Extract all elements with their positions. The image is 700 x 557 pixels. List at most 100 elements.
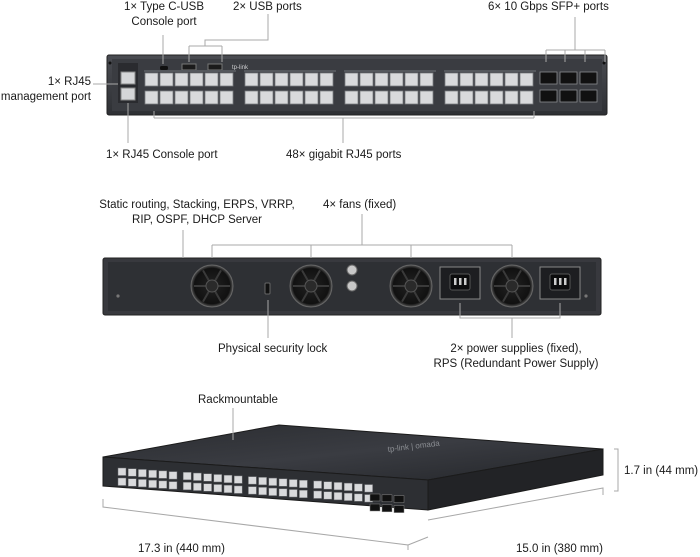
rj45-port (389, 90, 404, 105)
rj45-port (374, 72, 389, 87)
rj45-port (127, 468, 137, 477)
rj45-port (404, 90, 419, 105)
rj45-port (274, 72, 289, 87)
rj45-port (389, 72, 404, 87)
usb-port-2 (207, 63, 223, 71)
rj45-port (504, 90, 519, 105)
port-block-strip (444, 70, 536, 72)
rj45-port (159, 90, 174, 105)
rj45-port (158, 480, 168, 489)
rj45-port (344, 90, 359, 105)
sfp-port (381, 494, 393, 503)
callout-security-lock: Physical security lock (218, 343, 328, 355)
sfp-port (539, 71, 558, 85)
rj45-port (174, 72, 189, 87)
rj45-port (117, 477, 127, 486)
rj45-port (289, 90, 304, 105)
rj45-port (159, 72, 174, 87)
callout-power-supplies: 2× power supplies (fixed), RPS (Redundan… (428, 342, 604, 372)
callout-usb-ports: 2× USB ports (233, 1, 302, 13)
rj45-port (299, 489, 308, 498)
rj45-port (203, 483, 212, 492)
rj45-port (168, 471, 178, 480)
power-inlet-2 (539, 266, 581, 300)
rj45-port (219, 90, 234, 105)
fan-icon (289, 264, 333, 308)
rj45-port (459, 90, 474, 105)
sfp-port-grid (539, 71, 598, 103)
callout-features-line1: Static routing, Stacking, ERPS, VRRP, (99, 199, 295, 211)
callout-fans: 4× fans (fixed) (323, 199, 397, 211)
sfp-port (579, 71, 598, 85)
dimension-height: 1.7 in (44 mm) (624, 465, 699, 477)
rj45-port (258, 477, 267, 486)
callout-rackmountable: Rackmountable (198, 394, 278, 406)
rj45-port (248, 486, 257, 495)
rj45-port (259, 90, 274, 105)
rj45-port (182, 472, 192, 481)
rj45-port (319, 90, 334, 105)
rj45-port (489, 72, 504, 87)
rj45-port (504, 72, 519, 87)
rj45-port (127, 478, 137, 487)
sfp-port (393, 505, 405, 513)
dimension-width: 17.3 in (440 mm) (138, 543, 225, 555)
angled-leader-lines (102, 408, 619, 550)
rj45-port (219, 72, 234, 87)
front-brand-logo: tp-link (232, 65, 249, 71)
rj45-port (204, 90, 219, 105)
rj45-port (248, 476, 257, 485)
rj45-port (343, 492, 353, 501)
rj45-port (233, 475, 243, 484)
rj45-port (193, 482, 202, 491)
rj45-port (374, 90, 389, 105)
rj45-port (323, 491, 333, 500)
callout-rj45-management-line2: management port (0, 91, 91, 103)
rj45-port (459, 72, 474, 87)
rj45-port (258, 487, 267, 496)
sfp-port (559, 71, 578, 85)
rj45-port (288, 489, 298, 498)
rj45-port (278, 478, 288, 487)
rj45-port (364, 484, 373, 493)
rj45-port (213, 484, 223, 493)
front-leader-lines (93, 14, 606, 143)
power-inlet-1 (439, 266, 481, 300)
rj45-port (313, 480, 322, 489)
rj45-port (233, 485, 243, 494)
rj45-port (182, 482, 192, 491)
rj45-port (419, 90, 434, 105)
dimension-depth: 15.0 in (380 mm) (516, 543, 603, 555)
rj45-port (259, 72, 274, 87)
fan-icon (490, 264, 534, 308)
rj45-port (193, 472, 202, 481)
rj45-port (304, 90, 319, 105)
rj45-port (319, 72, 334, 87)
port-block-strip (244, 70, 336, 72)
sfp-port (369, 493, 381, 502)
rj45-port (117, 467, 127, 476)
rj45-port (223, 474, 233, 483)
rj45-port (148, 479, 157, 488)
rj45-port (244, 90, 259, 105)
fan-group (190, 264, 534, 308)
rj45-port (519, 90, 534, 105)
front-switch-panel: tp-link (106, 54, 608, 116)
callout-rj45-management: 1× RJ45 management port (0, 75, 91, 105)
rj45-port (359, 72, 374, 87)
rj45-port (203, 473, 212, 482)
rj45-port (419, 72, 434, 87)
sfp-port (381, 504, 393, 513)
rj45-port (359, 90, 374, 105)
rj45-port (354, 493, 363, 502)
callout-features: Static routing, Stacking, ERPS, VRRP, RI… (99, 198, 295, 228)
callout-rj45-console: 1× RJ45 Console port (106, 149, 218, 161)
rj45-port (168, 481, 178, 490)
callout-power-line2: RPS (Redundant Power Supply) (433, 358, 599, 370)
fan-icon (190, 264, 234, 308)
rj45-port (244, 72, 259, 87)
rj45-port (474, 90, 489, 105)
rj45-port (519, 72, 534, 87)
